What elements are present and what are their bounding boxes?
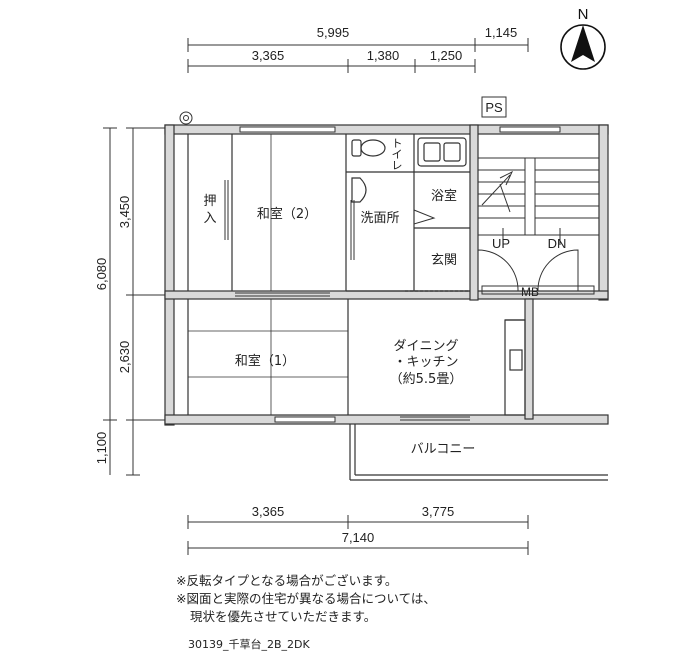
label-dining-3: （約5.5畳） bbox=[390, 372, 463, 387]
label-genkan: 玄関 bbox=[431, 253, 457, 268]
label-toilet-2: イ bbox=[392, 148, 403, 161]
label-washitsu-2: 和室（2） bbox=[257, 206, 317, 222]
entry-arrow-icon bbox=[413, 209, 436, 225]
dim-bottom-total: 7,140 bbox=[342, 530, 375, 545]
compass-n-label: N bbox=[578, 6, 589, 23]
dim-left-c: 1,100 bbox=[94, 432, 109, 465]
dim-top-a: 3,365 bbox=[252, 48, 285, 63]
dim-left-b: 2,630 bbox=[117, 341, 132, 374]
label-balcony: バルコニー bbox=[411, 442, 476, 457]
label-dining-1: ダイニング bbox=[393, 339, 458, 354]
label-oshiire-1: 押 bbox=[203, 194, 216, 209]
staircase bbox=[478, 157, 599, 245]
note-reverse-type: ※反転タイプとなる場合がございます。 bbox=[176, 573, 398, 588]
label-oshiire-2: 入 bbox=[203, 211, 216, 226]
door-arcs bbox=[477, 249, 595, 295]
label-mb: MB bbox=[521, 285, 539, 299]
note-difference: ※図面と実際の住宅が異なる場合については、 bbox=[176, 591, 436, 606]
label-toilet-1: ト bbox=[392, 137, 403, 150]
dim-top-right: 1,145 bbox=[485, 25, 518, 40]
label-senmenjo: 洗面所 bbox=[360, 211, 399, 226]
bottom-dimensions bbox=[187, 515, 529, 555]
dim-bottom-b: 3,775 bbox=[422, 504, 455, 519]
north-compass-icon: N bbox=[560, 6, 606, 70]
balcony-outline bbox=[349, 424, 608, 481]
label-dining-2: ・キッチン bbox=[393, 355, 458, 370]
label-dn: DN bbox=[548, 236, 567, 251]
label-washitsu-1: 和室（1） bbox=[235, 353, 295, 369]
plan-code: 30139_千草台_2B_2DK bbox=[188, 638, 310, 651]
label-up: UP bbox=[492, 236, 510, 251]
walls bbox=[164, 124, 609, 426]
dim-bottom-a: 3,365 bbox=[252, 504, 285, 519]
vent-icon bbox=[179, 111, 193, 125]
dim-top-c: 1,250 bbox=[430, 48, 463, 63]
interior-lines bbox=[187, 134, 526, 416]
windows bbox=[239, 126, 561, 423]
note-priority: 現状を優先させていただきます。 bbox=[190, 609, 377, 624]
sliding-doors bbox=[224, 180, 470, 421]
label-yokushitsu: 浴室 bbox=[431, 188, 457, 204]
left-dimensions bbox=[103, 127, 165, 476]
washbasin-icon bbox=[351, 177, 367, 203]
toilet-icon bbox=[351, 139, 386, 157]
dim-left-total: 6,080 bbox=[94, 258, 109, 291]
top-dimensions bbox=[187, 38, 529, 73]
dim-left-a: 3,450 bbox=[117, 196, 132, 229]
bathtub-icon bbox=[417, 137, 467, 167]
dim-top-b: 1,380 bbox=[367, 48, 400, 63]
dim-top-total: 5,995 bbox=[317, 25, 350, 40]
ps-label: PS bbox=[485, 100, 503, 115]
ps-box bbox=[481, 96, 507, 118]
label-toilet-3: レ bbox=[392, 159, 403, 172]
